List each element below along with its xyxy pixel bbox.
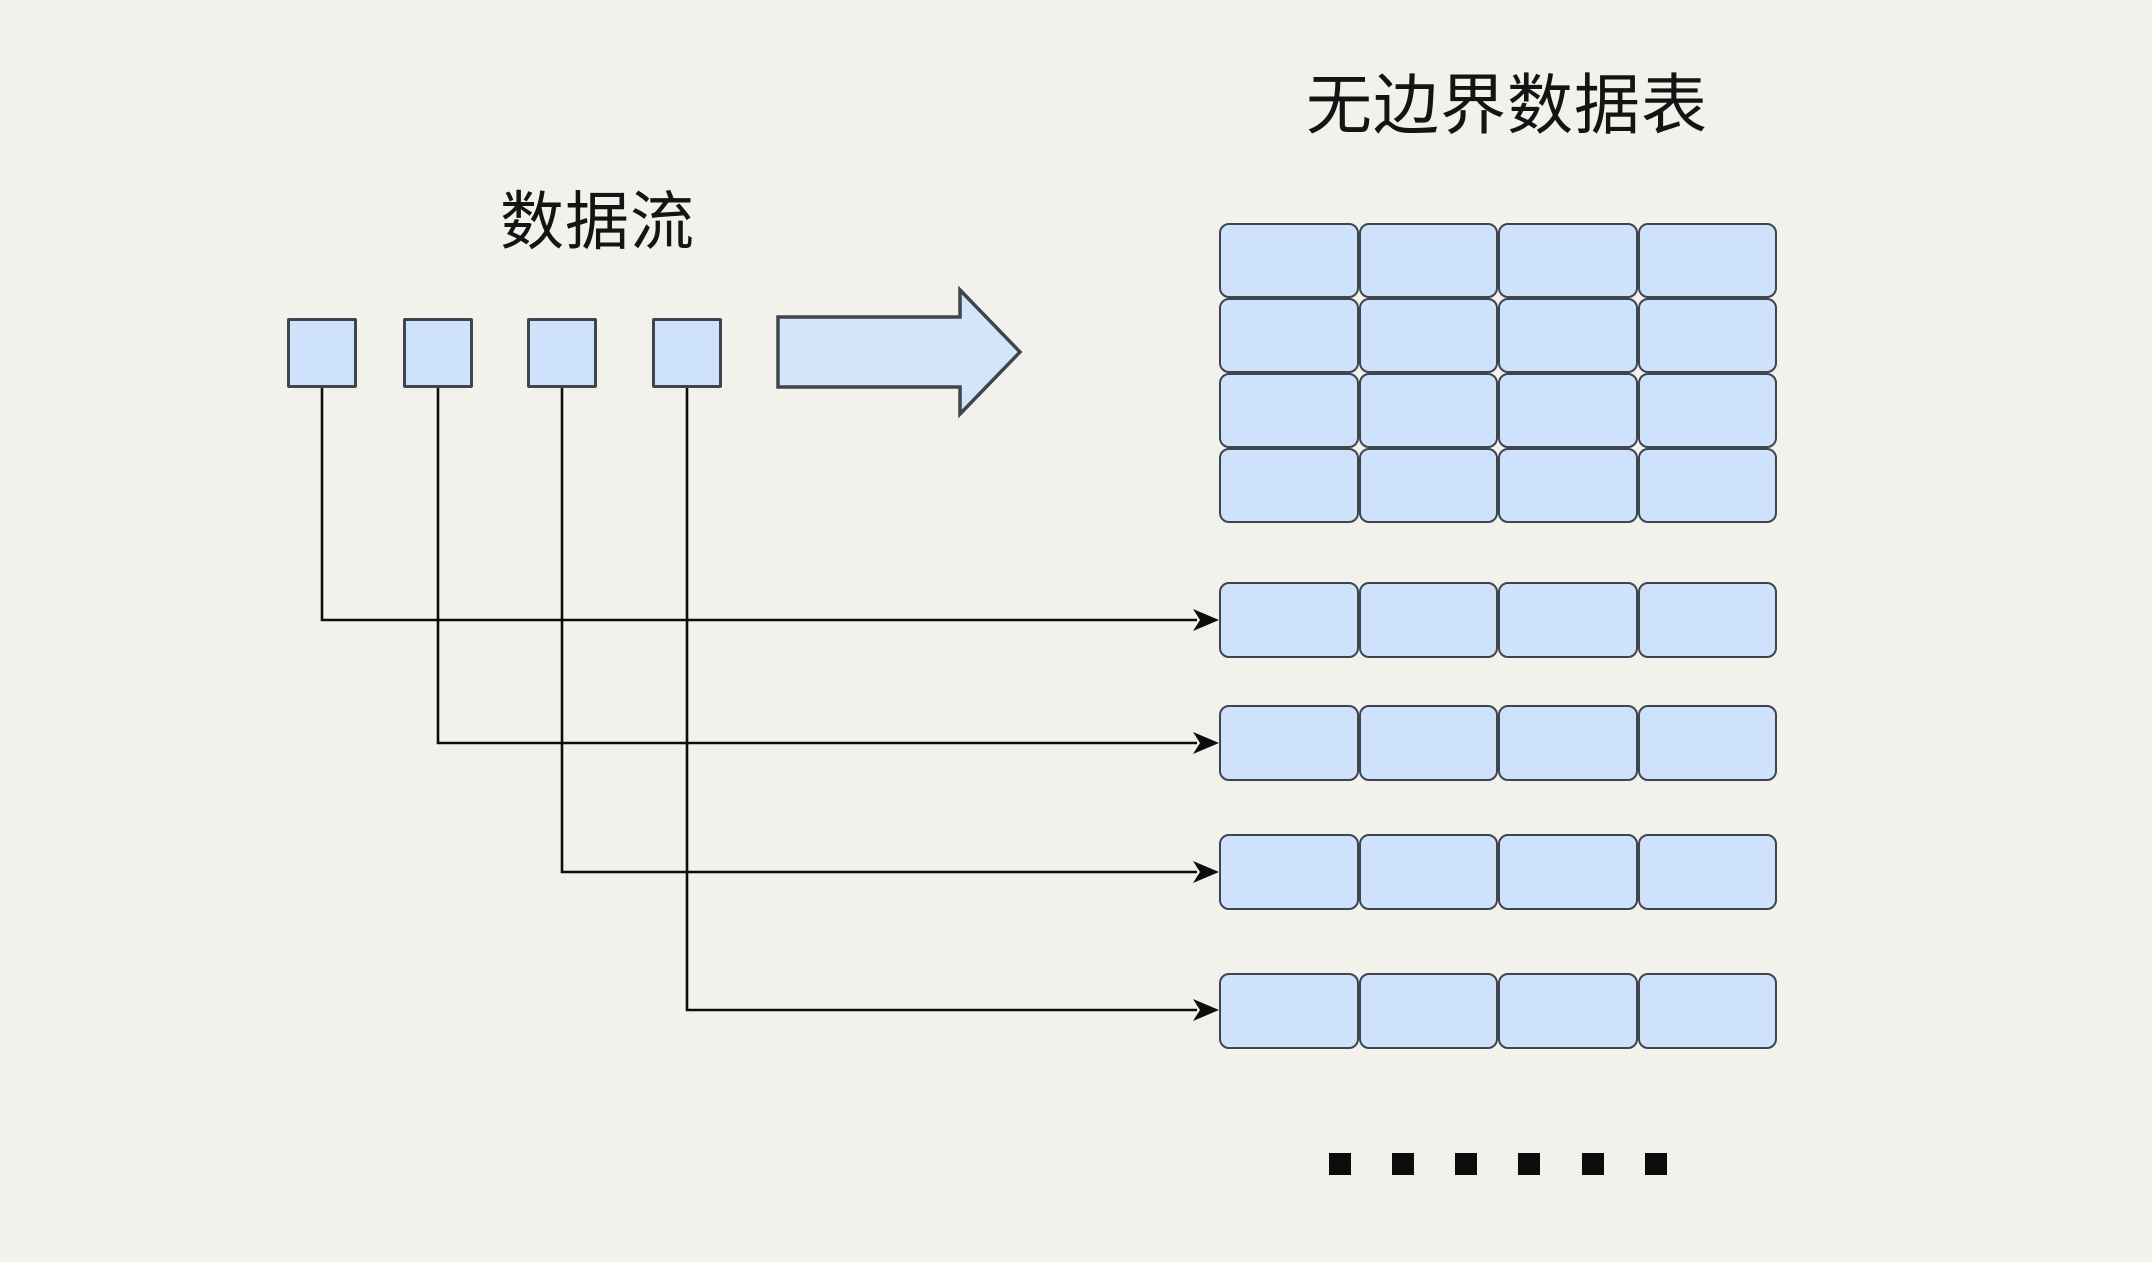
row-cell — [1358, 705, 1498, 781]
row-cell — [1219, 705, 1359, 781]
row-cell — [1637, 582, 1777, 658]
row-cell — [1498, 705, 1638, 781]
stream-square-4 — [652, 318, 722, 388]
big-right-arrow-icon — [776, 285, 1023, 419]
ellipsis-dot — [1392, 1153, 1414, 1175]
row-cell — [1637, 834, 1777, 910]
table-cell — [1498, 448, 1638, 523]
connector-square1-row1 — [320, 388, 1197, 622]
data-stream-label: 数据流 — [500, 186, 695, 258]
unbounded-table-grid — [1219, 223, 1777, 523]
connector-square4-row4 — [685, 388, 1197, 1012]
table-cell — [1219, 373, 1359, 448]
table-cell — [1498, 373, 1638, 448]
table-cell — [1498, 223, 1638, 298]
row-cell — [1219, 834, 1359, 910]
row-cell — [1358, 973, 1498, 1049]
arrowhead-row2 — [1193, 732, 1219, 754]
stream-square-2 — [403, 318, 473, 388]
table-cell — [1358, 223, 1498, 298]
table-cell — [1498, 298, 1638, 373]
arrowhead-row3 — [1193, 861, 1219, 883]
row-cell — [1498, 973, 1638, 1049]
arrowhead-row1 — [1193, 609, 1219, 631]
buffer-row-4 — [1219, 973, 1777, 1049]
row-cell — [1219, 973, 1359, 1049]
unbounded-table-title: 无边界数据表 — [1306, 68, 1708, 142]
table-cell — [1219, 298, 1359, 373]
ellipsis-dot — [1455, 1153, 1477, 1175]
row-cell — [1358, 582, 1498, 658]
ellipsis-dot — [1329, 1153, 1351, 1175]
row-cell — [1358, 834, 1498, 910]
buffer-row-1 — [1219, 582, 1777, 658]
arrowhead-row4 — [1193, 999, 1219, 1021]
row-cell — [1498, 582, 1638, 658]
ellipsis-dot — [1582, 1153, 1604, 1175]
ellipsis-dot — [1518, 1153, 1540, 1175]
table-cell — [1358, 448, 1498, 523]
table-cell — [1637, 298, 1777, 373]
ellipsis-dot — [1645, 1153, 1667, 1175]
connector-square2-row2 — [436, 388, 1197, 745]
stream-square-1 — [287, 318, 357, 388]
table-cell — [1219, 448, 1359, 523]
table-cell — [1358, 298, 1498, 373]
connector-square3-row3 — [560, 388, 1197, 874]
table-cell — [1219, 223, 1359, 298]
row-cell — [1498, 834, 1638, 910]
table-cell — [1637, 373, 1777, 448]
row-cell — [1637, 973, 1777, 1049]
row-cell — [1219, 582, 1359, 658]
table-cell — [1637, 448, 1777, 523]
buffer-row-2 — [1219, 705, 1777, 781]
table-cell — [1637, 223, 1777, 298]
row-cell — [1637, 705, 1777, 781]
stream-square-3 — [527, 318, 597, 388]
buffer-row-3 — [1219, 834, 1777, 910]
table-cell — [1358, 373, 1498, 448]
